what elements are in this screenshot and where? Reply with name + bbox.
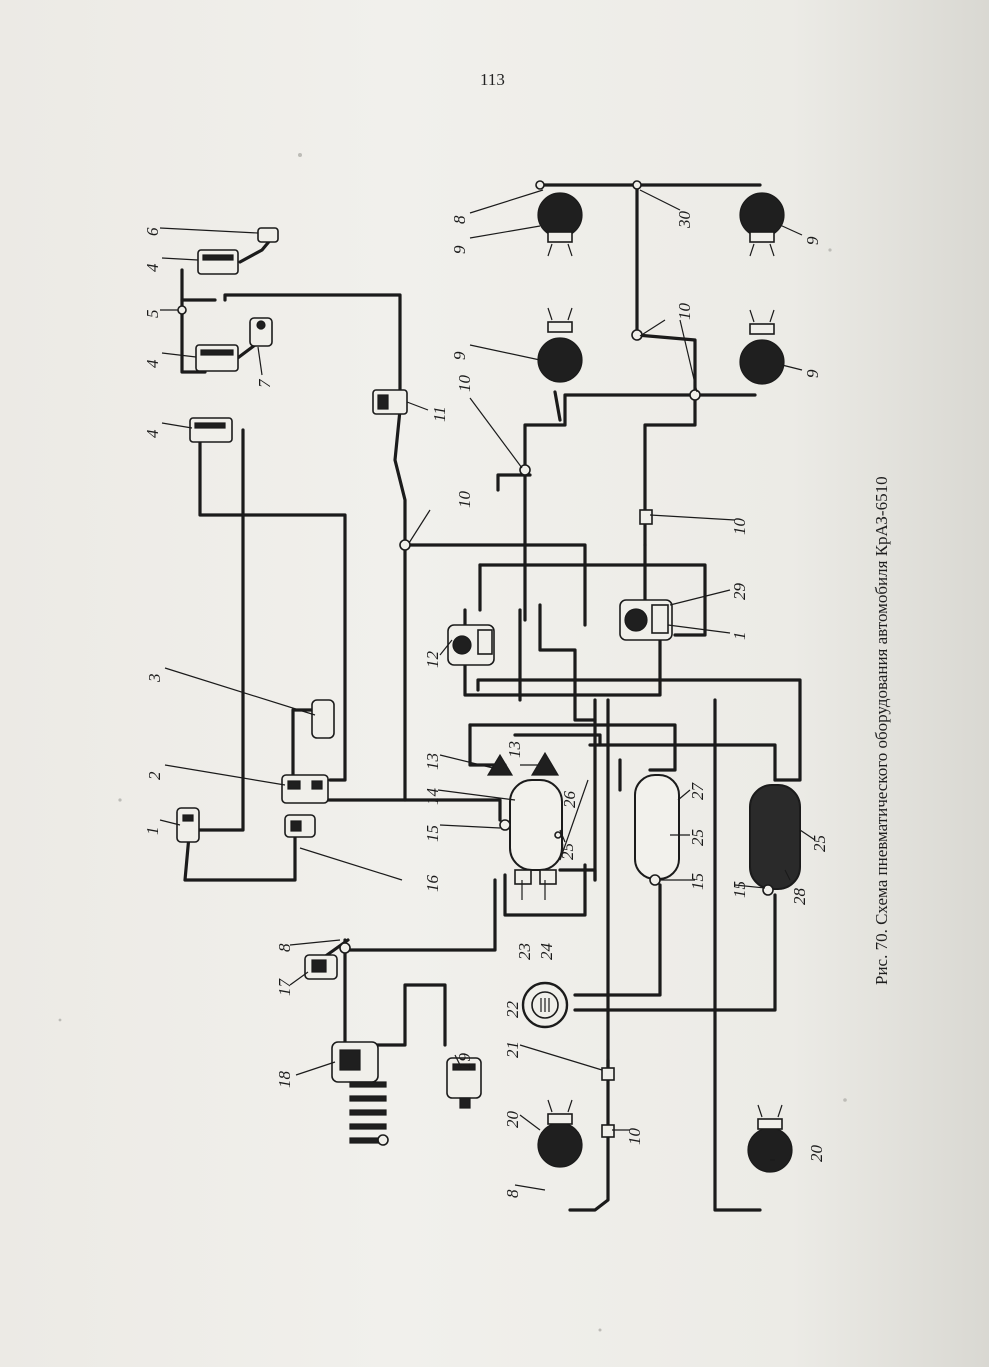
label-8-bottom: 8 — [503, 1189, 522, 1198]
label-4-middle: 4 — [143, 359, 162, 368]
pipe-fittings — [339, 180, 774, 1138]
label-6: 6 — [143, 227, 162, 236]
label-10-c: 10 — [625, 1128, 644, 1146]
label-20-left: 20 — [503, 1111, 522, 1129]
label-27: 27 — [688, 782, 707, 801]
label-15-mid: 15 — [688, 873, 707, 890]
label-22: 22 — [503, 1001, 522, 1019]
label-20-right: 20 — [807, 1145, 826, 1163]
label-24: 24 — [537, 943, 556, 961]
label-16: 16 — [423, 875, 442, 893]
label-1-left: 1 — [143, 827, 162, 836]
component-14-receiver — [509, 779, 563, 871]
component-17-valve — [304, 954, 338, 980]
label-25-mid: 25 — [688, 829, 707, 846]
label-17: 17 — [275, 978, 294, 997]
component-27-receiver — [634, 774, 680, 880]
label-15-right: 15 — [730, 881, 749, 898]
label-13-left: 13 — [423, 753, 442, 770]
label-23: 23 — [515, 943, 534, 960]
pipelines — [180, 183, 802, 1212]
component-29-valve — [619, 599, 673, 641]
label-12: 12 — [423, 651, 442, 669]
component-7-valve — [249, 317, 273, 347]
component-9-brake-chamber-top-right — [739, 192, 785, 257]
component-13-valve-right — [530, 751, 560, 776]
label-14: 14 — [423, 788, 442, 806]
label-15-left: 15 — [423, 825, 442, 842]
label-29: 29 — [730, 583, 749, 601]
component-4-valve-middle — [195, 344, 239, 372]
component-4-valve-lower — [189, 417, 233, 443]
label-2: 2 — [145, 771, 164, 780]
label-4-upper: 4 — [143, 263, 162, 272]
label-9-c: 9 — [803, 236, 822, 245]
label-26: 26 — [560, 791, 579, 809]
label-8-top: 8 — [450, 215, 469, 224]
label-11: 11 — [430, 406, 449, 422]
component-22-pressure-gauge — [521, 981, 569, 1029]
component-20-brake-chamber-left — [537, 1099, 583, 1168]
page-number: 113 — [480, 70, 505, 89]
label-19: 19 — [455, 1053, 474, 1071]
label-4-lower: 4 — [143, 429, 162, 438]
label-18: 18 — [275, 1071, 294, 1089]
component-20-brake-chamber-right — [747, 1104, 793, 1173]
callout-labels: 1 2 3 4 4 4 5 6 7 11 10 10 12 13 13 14 1… — [143, 211, 829, 1199]
label-28: 28 — [790, 888, 809, 906]
component-28-receiver — [749, 784, 801, 890]
label-30: 30 — [675, 211, 694, 230]
component-1-valve — [176, 807, 200, 843]
label-5: 5 — [143, 310, 162, 319]
label-7: 7 — [255, 378, 274, 388]
component-2-valve — [281, 774, 329, 804]
component-18-coupling-assembly — [331, 1041, 389, 1146]
label-9-d: 9 — [803, 369, 822, 378]
label-25-left: 25 — [558, 843, 577, 860]
label-10-b: 10 — [455, 375, 474, 393]
component-13-valve-left — [486, 753, 514, 776]
component-11-valve — [372, 389, 408, 415]
component-9-brake-chamber-mid-right — [739, 309, 785, 385]
component-4-valve-upper — [197, 249, 239, 275]
component-9-brake-chamber-mid-left — [537, 307, 583, 383]
label-10-d: 10 — [675, 303, 694, 321]
component-19-gauge-unit — [446, 1057, 482, 1109]
label-1-right: 1 — [730, 632, 749, 641]
figure-caption: Рис. 70. Схема пневматического оборудова… — [872, 476, 891, 985]
scan-noise — [58, 153, 847, 1332]
label-25-right: 25 — [810, 835, 829, 852]
component-9-brake-chamber-top-left — [537, 192, 583, 257]
label-8-left: 8 — [275, 943, 294, 952]
label-9-b: 9 — [450, 351, 469, 360]
component-16-valve — [284, 814, 316, 838]
label-21: 21 — [503, 1041, 522, 1058]
leader-lines — [159, 189, 816, 1191]
label-10-a: 10 — [455, 491, 474, 509]
component-6-valve — [257, 227, 279, 243]
component-5-tee — [177, 305, 187, 315]
label-3: 3 — [145, 674, 164, 684]
label-10-e: 10 — [730, 518, 749, 536]
label-9-a: 9 — [450, 245, 469, 254]
label-13-right: 13 — [505, 741, 524, 758]
component-12-valve — [447, 624, 495, 666]
component-3-filter — [311, 699, 335, 739]
